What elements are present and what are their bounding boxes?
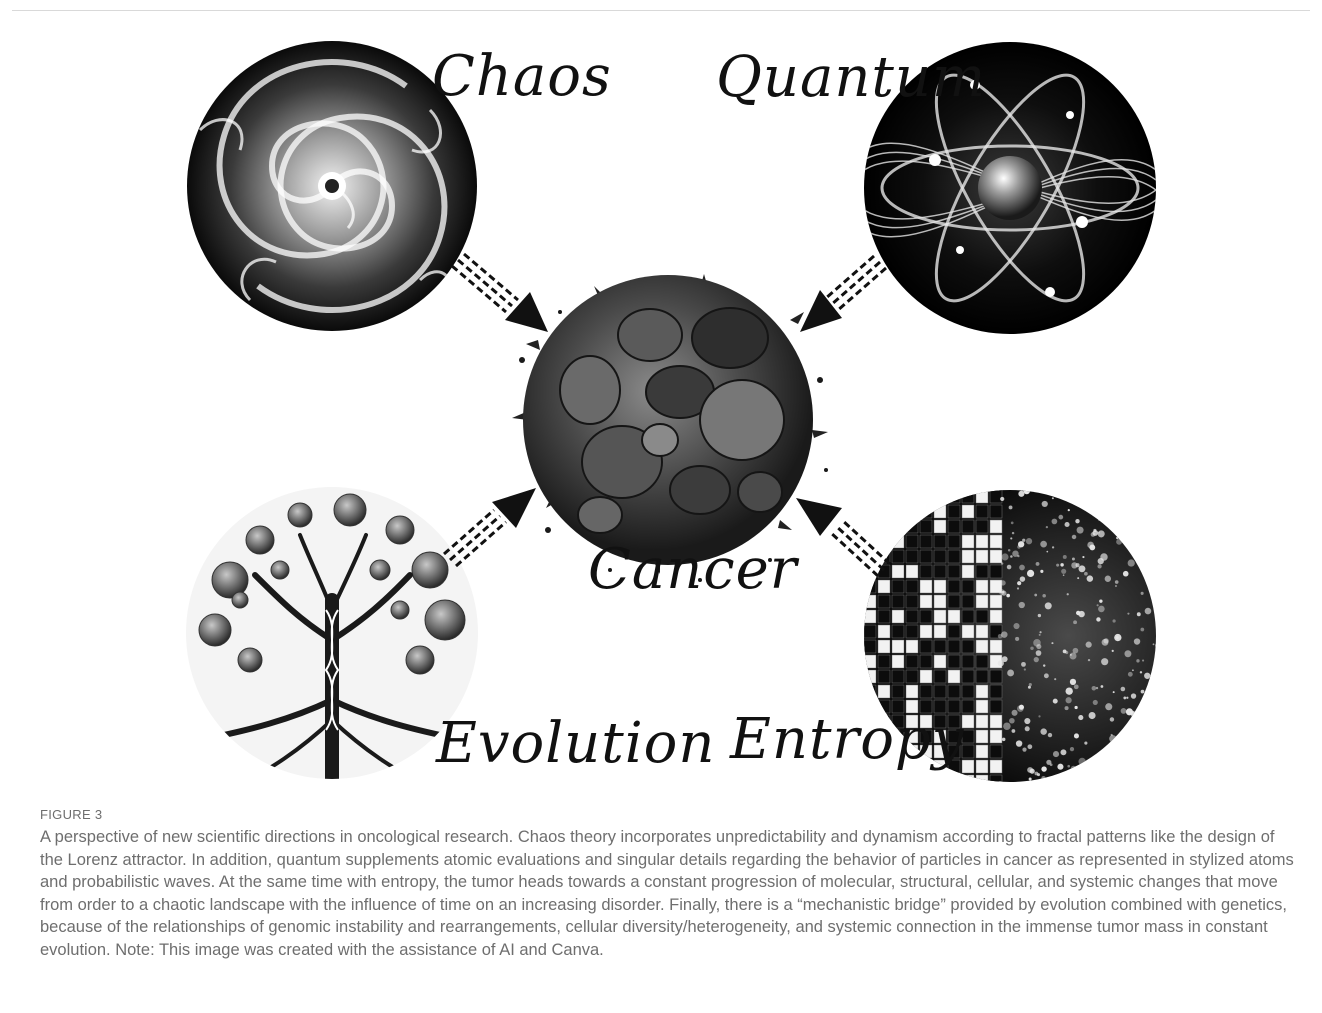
evolution-tree-image: [186, 487, 478, 790]
arrow-evolution-to-cancer: [444, 488, 536, 566]
figure-caption: A perspective of new scientific directio…: [40, 826, 1296, 962]
entropy-label: Entropy: [729, 707, 965, 772]
evolution-label: Evolution: [435, 711, 715, 776]
cancer-label: Cancer: [588, 537, 800, 602]
arrow-quantum-to-cancer: [800, 256, 886, 332]
figure-label: FIGURE 3: [40, 807, 102, 822]
arrow-entropy-to-cancer: [796, 498, 890, 576]
chaos-label: Chaos: [432, 44, 612, 109]
arrow-chaos-to-cancer: [452, 254, 548, 332]
figure-illustration: Chaos Quantum Cancer Evolution Entropy: [0, 0, 1322, 800]
cancer-cell-image: [512, 274, 828, 582]
quantum-label: Quantum: [716, 45, 986, 110]
